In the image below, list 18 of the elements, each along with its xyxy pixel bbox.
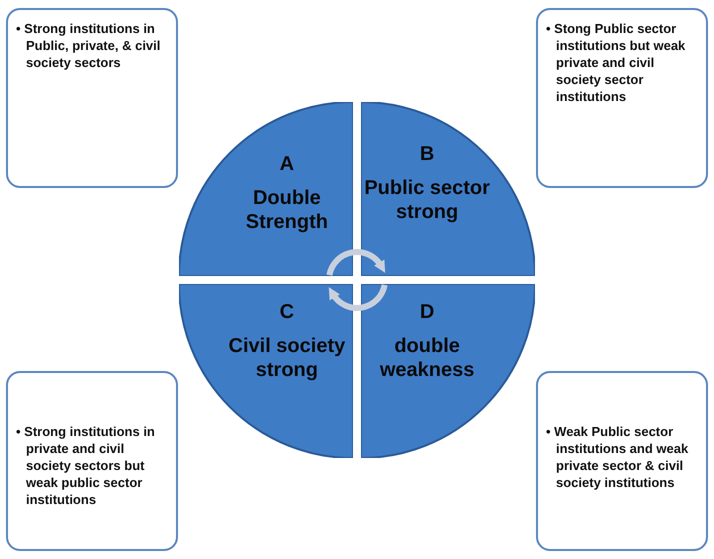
bullet-text: • Strong institutions in Public, private, & civil society sectors — [16, 20, 162, 71]
quadrant-title: Civil society strong — [228, 334, 346, 382]
text-box — [536, 371, 708, 551]
quadrant-letter: B — [418, 142, 436, 166]
quadrant-title: Public sector strong — [363, 176, 491, 224]
quadrant-letter: C — [278, 300, 296, 324]
text-box — [6, 371, 178, 551]
text-box — [6, 8, 178, 188]
bullet-text: • Strong institutions in private and civil society sectors but weak public sector institutions — [16, 423, 156, 508]
quadrant-letter: A — [278, 152, 296, 176]
quadrant-title: Double Strength — [244, 186, 329, 234]
quadrant-title: double weakness — [378, 334, 476, 382]
bullet-text: • Weak Public sector institutions and weak private sector & civil society institutions — [546, 423, 690, 491]
quadrant-letter: D — [418, 300, 436, 324]
curved-arrow — [326, 249, 386, 276]
curved-arrow — [328, 284, 388, 311]
text-box — [536, 8, 708, 188]
bullet-text: • Stong Public sector institutions but weak private and civil society sector institutions — [546, 20, 686, 105]
